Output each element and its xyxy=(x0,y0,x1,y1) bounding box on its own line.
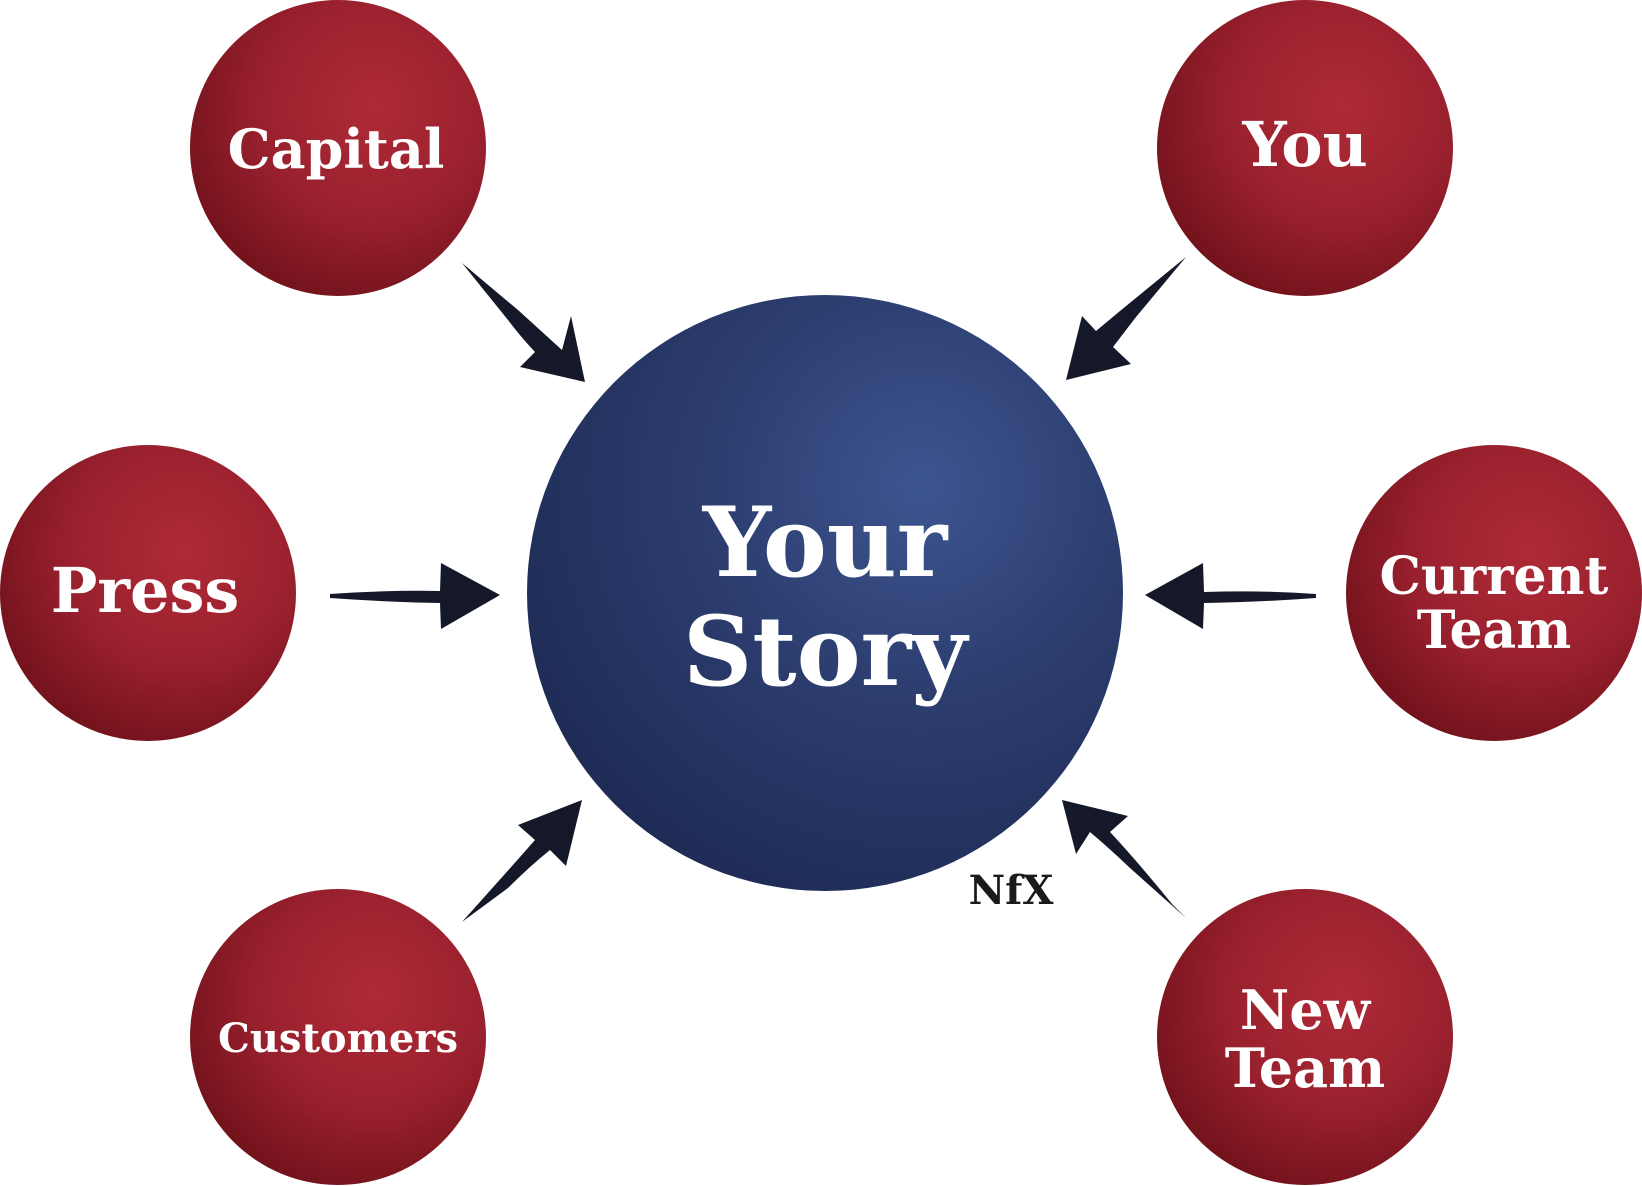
center-circle xyxy=(527,295,1123,891)
node-label-you: You xyxy=(1241,108,1367,181)
node-circle xyxy=(190,889,486,1185)
node-label-capital: Capital xyxy=(228,117,445,181)
node-customers: Customers xyxy=(190,889,486,1185)
node-circle xyxy=(0,445,296,741)
arrow-customers-to-story xyxy=(462,800,582,922)
node-capital: Capital xyxy=(190,0,486,296)
center-node: Your Story xyxy=(527,295,1123,891)
node-press: Press xyxy=(0,445,296,741)
node-label-new-team-line-2: Team xyxy=(1225,1036,1385,1100)
node-circle xyxy=(1157,889,1453,1185)
arrow-current-team-to-story xyxy=(1145,563,1316,629)
node-circle xyxy=(1157,0,1453,296)
node-label-new-team-line-1: New xyxy=(1240,978,1372,1042)
arrow-new-team-to-story xyxy=(1062,800,1186,918)
node-circle xyxy=(190,0,486,296)
arrows xyxy=(330,257,1316,922)
node-label-customers: Customers xyxy=(218,1015,458,1062)
node-label-press: Press xyxy=(51,554,240,627)
node-label-current-team-line-2: Team xyxy=(1417,600,1572,661)
node-label-current-team-line-1: Current xyxy=(1380,546,1609,607)
arrow-press-to-story xyxy=(330,563,500,629)
center-label-line-2: Story xyxy=(683,595,970,708)
center-label-line-1: Your xyxy=(702,486,949,599)
node-you: You xyxy=(1157,0,1453,296)
arrow-capital-to-story xyxy=(462,263,585,382)
node-circle xyxy=(1346,445,1642,741)
arrow-you-to-story xyxy=(1066,257,1186,380)
node-current-team: Current Team xyxy=(1346,445,1642,741)
nfx-logo: NfX xyxy=(969,867,1054,914)
node-new-team: New Team xyxy=(1157,889,1453,1185)
